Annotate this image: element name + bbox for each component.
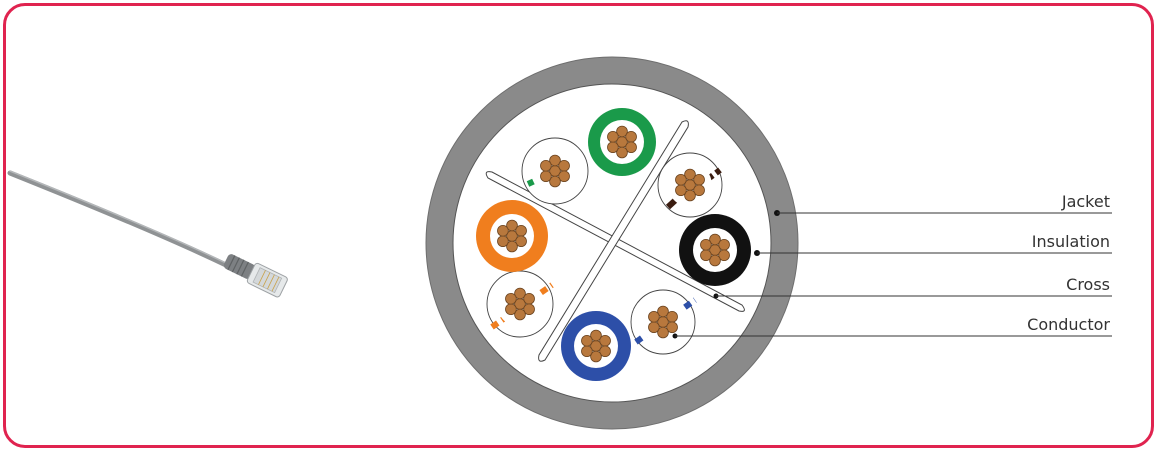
cable-cross-section (426, 57, 798, 429)
patch-cord (10, 171, 288, 298)
label-cross: Cross (1066, 275, 1110, 294)
label-conductor: Conductor (1027, 315, 1110, 334)
label-insulation: Insulation (1032, 232, 1110, 251)
label-jacket: Jacket (1061, 192, 1110, 211)
rj45-boot (221, 250, 288, 298)
